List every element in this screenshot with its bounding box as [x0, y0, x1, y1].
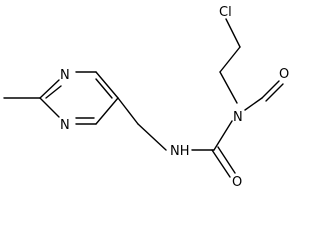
bond-n-nitroso-n — [244, 97, 263, 111]
bond-c4-c5 — [95, 97, 119, 125]
chlorine-label: Cl — [219, 5, 232, 20]
amide-nh-label: NH — [170, 144, 190, 159]
bond-nitroso-n-o — [261, 80, 280, 99]
bond-carbonyl-n — [213, 120, 233, 151]
bond-ch2a-ch2b — [219, 46, 241, 73]
bond-carbonyl-o — [211, 149, 231, 178]
molecule-drawing: N N NH O N O Cl — [3, 5, 289, 189]
bond-ch2b-cl — [225, 18, 241, 48]
ring-nitrogen-top-label: N — [60, 68, 70, 83]
ring-nitrogen-bottom-label: N — [60, 118, 70, 133]
bond-c5-ch2 — [117, 97, 139, 125]
bond-c2-n1 — [39, 79, 60, 99]
bond-n-ch2a — [219, 71, 238, 104]
nitroso-oxygen-label: O — [279, 67, 289, 82]
bond-c6-c5 — [95, 71, 119, 99]
bond-c6-c5-inner — [95, 78, 113, 99]
carbonyl-oxygen-label: O — [232, 175, 242, 189]
bond-nitroso-n-o-double — [265, 83, 284, 102]
chemical-structure-canvas: N N NH O N O Cl — [3, 5, 289, 189]
nitroso-nitrogen-label: N — [233, 110, 243, 125]
bond-carbonyl-o-double — [217, 146, 236, 174]
bond-ch2-nh — [137, 123, 167, 151]
bond-c2-n1-inner — [45, 85, 62, 99]
bond-c2-n3 — [39, 97, 60, 118]
